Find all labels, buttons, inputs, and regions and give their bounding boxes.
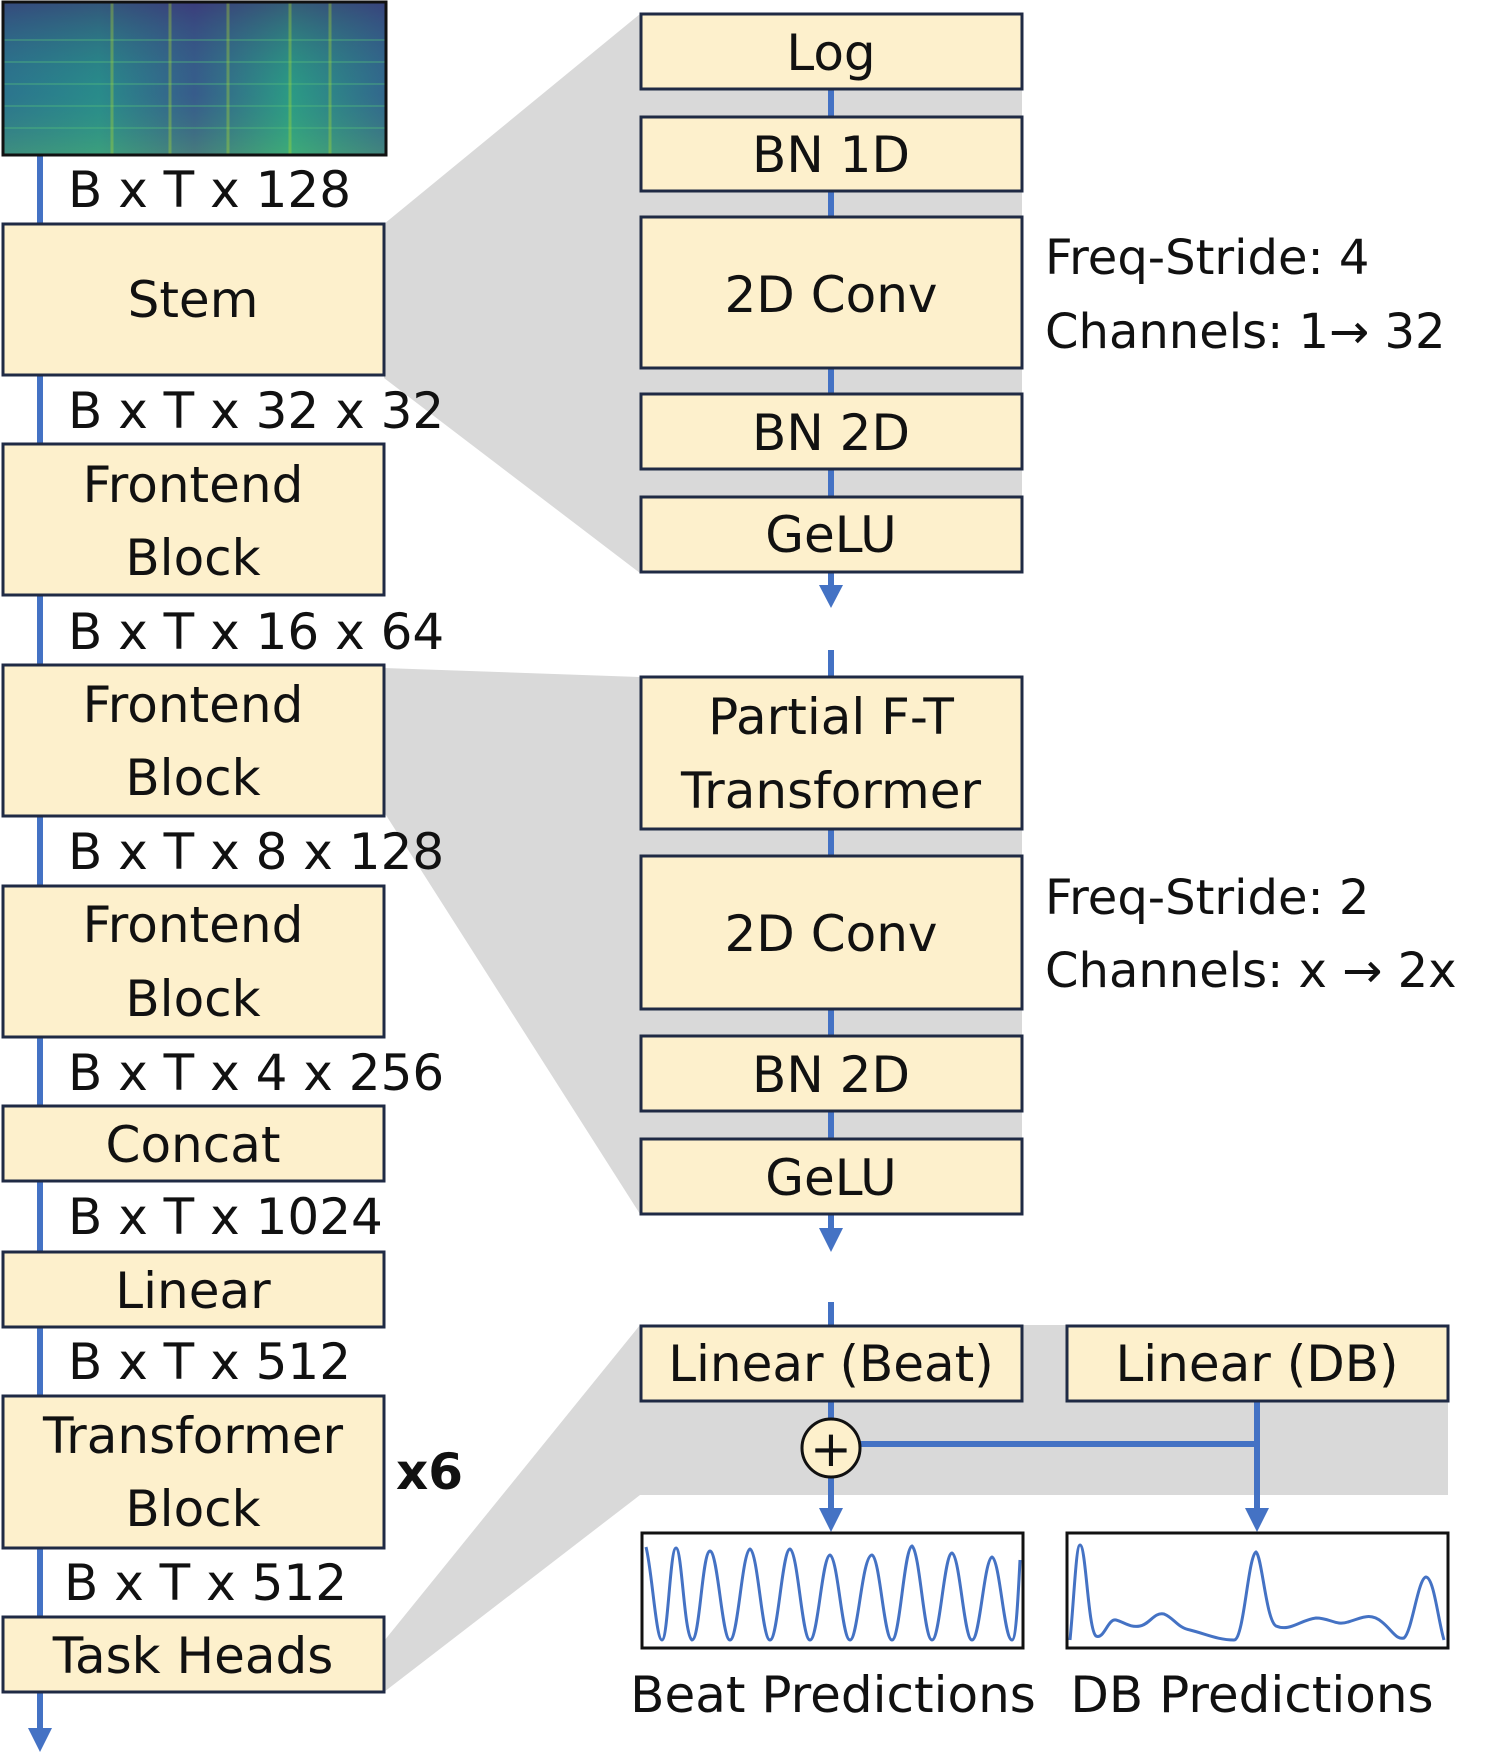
task-heads-box (1, 1615, 386, 1694)
bn1d-box (639, 115, 1024, 193)
dim-input: B x T x 128 (68, 161, 351, 219)
stem-conv-label: 2D Conv (725, 266, 938, 324)
transformer-block-label-line1: Transformer (42, 1407, 343, 1465)
frontend-block-3-label-line1: Frontend (83, 896, 304, 954)
stem-label: Stem (128, 271, 259, 329)
stem-conv-box (639, 215, 1024, 370)
transformer-block (1, 1394, 386, 1550)
transformer-block-label-line2: Block (125, 1480, 260, 1538)
dim-after-concat: B x T x 1024 (68, 1188, 383, 1246)
frontend-bn2d-box (639, 1034, 1024, 1113)
spectrogram-image (1, 0, 388, 157)
frontend-conv-note-stride: Freq-Stride: 2 (1045, 870, 1369, 926)
stem-conv-note-stride: Freq-Stride: 4 (1045, 230, 1369, 286)
partial-ft-transformer-label-line2: Transformer (680, 762, 981, 820)
linear-beat-box (639, 1324, 1024, 1403)
linear-db-box (1065, 1324, 1450, 1403)
concat-box (1, 1104, 386, 1183)
frontend-block-3 (1, 884, 386, 1039)
add-node (800, 1417, 862, 1479)
main-output-arrow (28, 1728, 52, 1752)
db-predictions-curve (1068, 1543, 1446, 1642)
beat-predictions-plot (640, 1531, 1025, 1650)
dim-after-linear: B x T x 512 (68, 1333, 351, 1391)
frontend-gelu-box (639, 1137, 1024, 1216)
frontend-block-2-label-line1: Frontend (83, 676, 304, 734)
frontend-block-1-label-line2: Block (125, 529, 260, 587)
linear-box (1, 1250, 386, 1329)
frontend-conv-box (639, 854, 1024, 1011)
frontend-block-1-label-line1: Frontend (83, 456, 304, 514)
stem-detail-arrow (819, 585, 843, 608)
stem-gelu-box (639, 495, 1024, 574)
stem-box (1, 222, 386, 377)
frontend-conv-note-channels: Channels: x → 2x (1045, 943, 1457, 999)
stem-bn2d-box (639, 392, 1024, 471)
dim-after-frontend-2: B x T x 8 x 128 (68, 823, 444, 881)
stem-gelu-label: GeLU (765, 506, 896, 564)
linear-beat-label: Linear (Beat) (668, 1335, 994, 1393)
stem-conv-note-channels: Channels: 1→ 32 (1045, 304, 1446, 360)
dim-after-frontend-3: B x T x 4 x 256 (68, 1044, 444, 1102)
add-symbol: + (810, 1420, 852, 1478)
log-box (639, 12, 1024, 91)
frontend-conv-label: 2D Conv (725, 905, 938, 963)
frontend-block-2 (1, 663, 386, 818)
dim-after-stem: B x T x 32 x 32 (68, 382, 444, 440)
beat-output-arrow (819, 1508, 843, 1532)
dim-after-frontend-1: B x T x 16 x 64 (68, 603, 444, 661)
beat-predictions-curve (644, 1544, 1022, 1642)
linear-label: Linear (115, 1262, 271, 1320)
db-predictions-caption: DB Predictions (1070, 1666, 1433, 1724)
task-heads-label: Task Heads (52, 1627, 334, 1685)
partial-ft-transformer-box (639, 675, 1024, 831)
frontend-block-2-label-line2: Block (125, 749, 260, 807)
frontend-detail-arrow (819, 1228, 843, 1252)
stem-bn2d-label: BN 2D (752, 404, 910, 462)
repeat-label: x6 (396, 1443, 463, 1501)
log-label: Log (786, 24, 875, 82)
db-output-arrow (1245, 1508, 1269, 1532)
bn1d-label: BN 1D (752, 126, 910, 184)
partial-ft-transformer-label-line1: Partial F-T (708, 688, 954, 746)
frontend-block-1 (1, 442, 386, 597)
frontend-block-3-label-line2: Block (125, 970, 260, 1028)
dim-after-transformer: B x T x 512 (64, 1554, 347, 1612)
heads-zoom-shade (384, 1325, 1448, 1692)
beat-predictions-caption: Beat Predictions (630, 1666, 1036, 1724)
frontend-gelu-label: GeLU (765, 1149, 896, 1207)
frontend-bn2d-label: BN 2D (752, 1046, 910, 1104)
linear-db-label: Linear (DB) (1115, 1335, 1398, 1393)
concat-label: Concat (106, 1116, 281, 1174)
